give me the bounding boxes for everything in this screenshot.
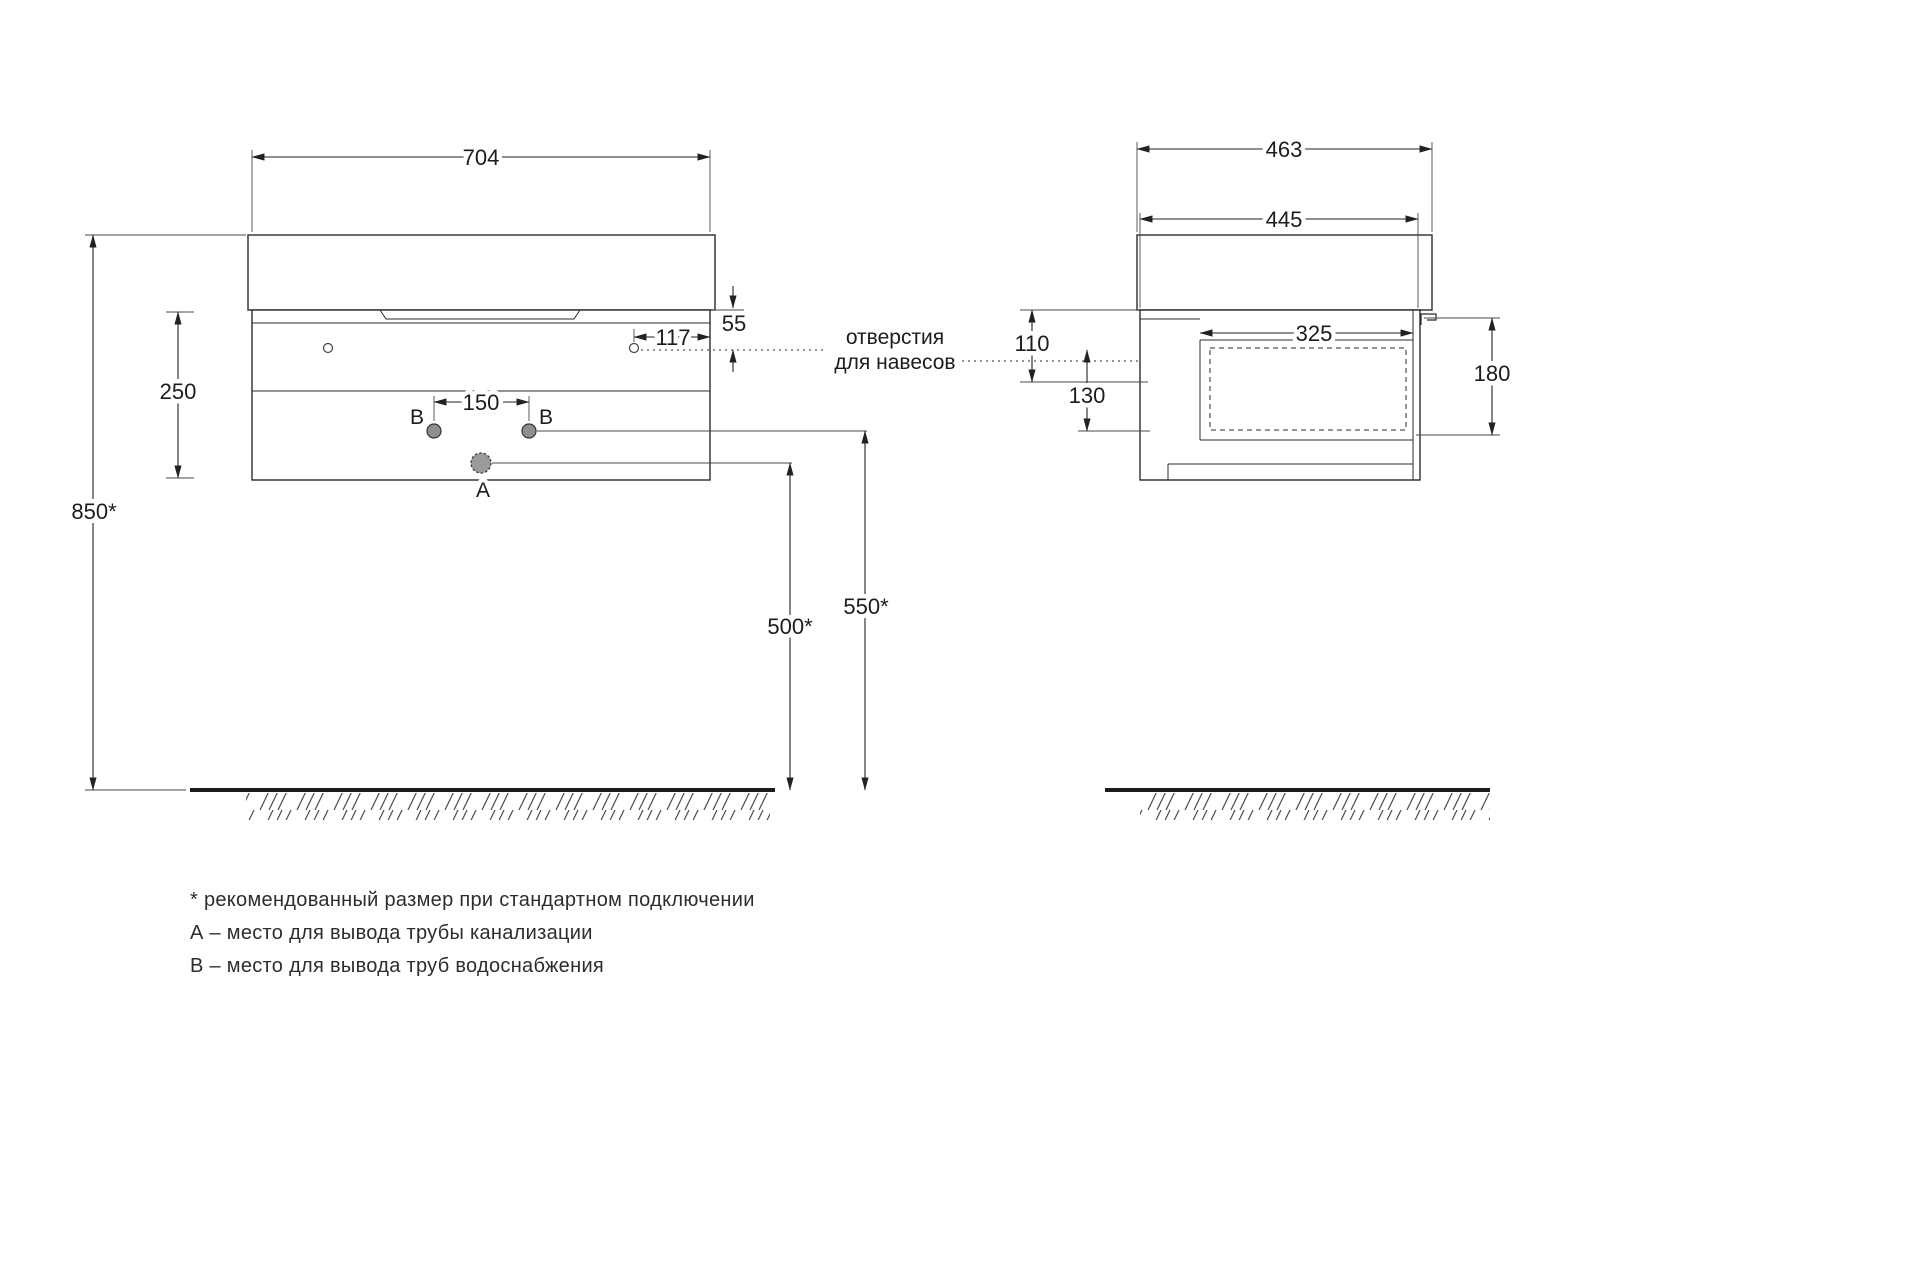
hanger-hole-left [322,342,334,354]
drain-outlet-a [470,452,492,474]
side-mounting-bracket [1420,313,1437,325]
label-a: A [476,479,490,502]
label-b-left: B [410,406,424,429]
hanger-note-line2: для навесов [834,351,955,374]
water-outlet-b-right [521,423,537,439]
dim-label-hanger-vertical: 55 [722,311,746,336]
dim-hanger-vertical-55: 55 [712,286,751,372]
label-b-right: B [539,406,553,429]
dim-a-height-500: 500* [763,462,818,791]
dim-label-b-spacing: 150 [463,390,500,415]
dim-label-body-height: 250 [160,379,197,404]
dim-label-a-height: 500* [767,614,813,639]
front-handle-recess [379,309,581,320]
dim-drawer-height-180: 180 [1416,317,1515,436]
dim-label-hanger-horizontal: 117 [655,325,690,350]
dim-inner-depth-325: 325 [1199,317,1414,351]
hanger-holes-callout: отверстия для навесов [641,326,1146,374]
dim-width-704: 704 [251,141,711,232]
dim-label-drawer-height: 180 [1474,361,1511,386]
dim-b-height-550: 550* [839,430,894,791]
side-countertop [1136,234,1433,311]
dim-top-offset-110: 110 [1010,309,1148,383]
dim-label-top-offset: 110 [1014,331,1049,356]
front-view: B B A [247,234,716,506]
dim-label-width: 704 [463,145,500,170]
side-cabinet-body [1139,309,1421,481]
side-view [1136,234,1437,481]
dim-hanger-horizontal-117: 117 [633,321,711,355]
dim-label-hanger-to-pipes: 130 [1069,383,1106,408]
legend-note-a: А – место для вывода трубы канализации [190,922,593,944]
dim-label-body-depth: 445 [1266,207,1303,232]
hanger-note-line1: отверстия [846,326,944,349]
dim-label-inner-depth: 325 [1296,321,1333,346]
dim-b-spacing-150: 150 [433,386,530,421]
dim-label-b-height: 550* [843,594,889,619]
dim-body-depth-445: 445 [1139,203,1419,308]
dim-label-depth: 463 [1266,137,1303,162]
front-countertop [247,234,716,311]
legend-note-b: В – место для вывода труб водоснабжения [190,955,604,977]
floor-left [190,788,775,820]
dim-depth-463: 463 [1136,133,1433,232]
dim-label-overall-height: 850* [71,499,117,524]
dim-overall-height-850: 850* [67,234,246,791]
outlet-reference-lines [492,430,867,464]
dim-body-height-250: 250 [155,311,201,479]
water-outlet-b-left [426,423,442,439]
floor-hatch-right [1140,793,1490,820]
hanger-hole-right [628,342,640,354]
side-drawer-inner-dashed [1209,347,1407,431]
floor-right [1105,788,1490,820]
floor-hatch-left [246,793,770,820]
legend: * рекомендованный размер при стандартном… [190,889,755,977]
legend-note-standard: * рекомендованный размер при стандартном… [190,889,755,911]
dim-hanger-to-pipes-130: 130 [1064,349,1150,432]
